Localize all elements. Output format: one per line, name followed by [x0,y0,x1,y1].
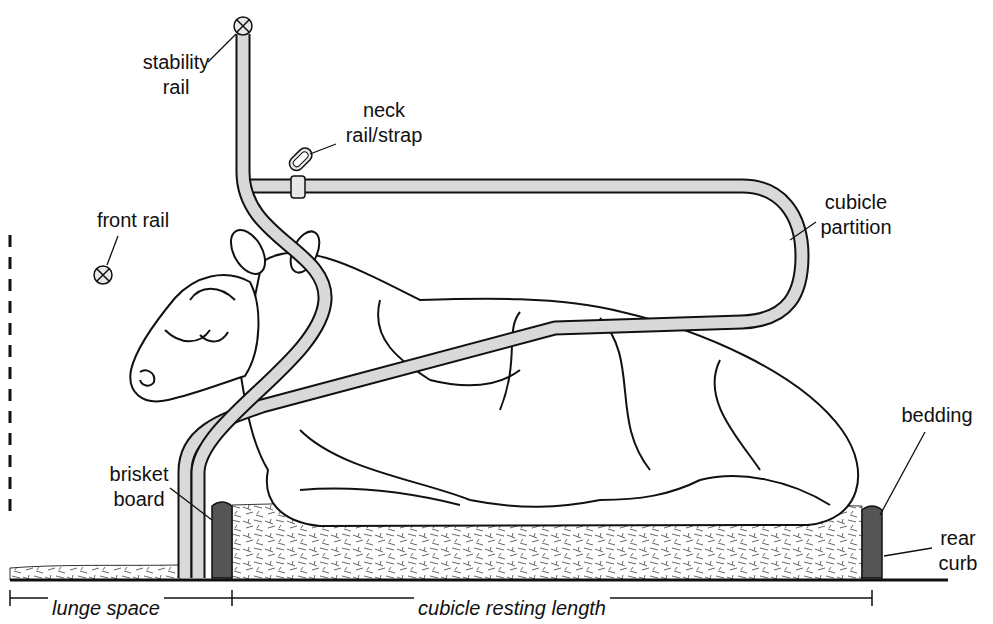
part-label: neck rail/strap [346,98,423,148]
part-label: brisket board [110,462,169,512]
cubicle-partition [185,34,802,578]
rail-section [94,17,252,284]
dimension-label: cubicle resting length [414,596,610,621]
part-label: front rail [97,208,169,233]
cow [130,224,858,526]
part-label: stability rail [143,50,210,100]
lunge-bedding [10,565,180,580]
part-label: cubicle partition [820,190,891,240]
rear-curb [862,506,882,578]
part-label: bedding [901,403,972,428]
dimension-label: lunge space [48,596,164,621]
part-label: rear curb [939,526,978,576]
neck-rail-section [287,145,315,173]
neck-clamp [291,176,305,198]
leader-line [107,34,932,556]
brisket-board [212,502,232,578]
floor [10,579,948,582]
front-limit [9,235,12,520]
